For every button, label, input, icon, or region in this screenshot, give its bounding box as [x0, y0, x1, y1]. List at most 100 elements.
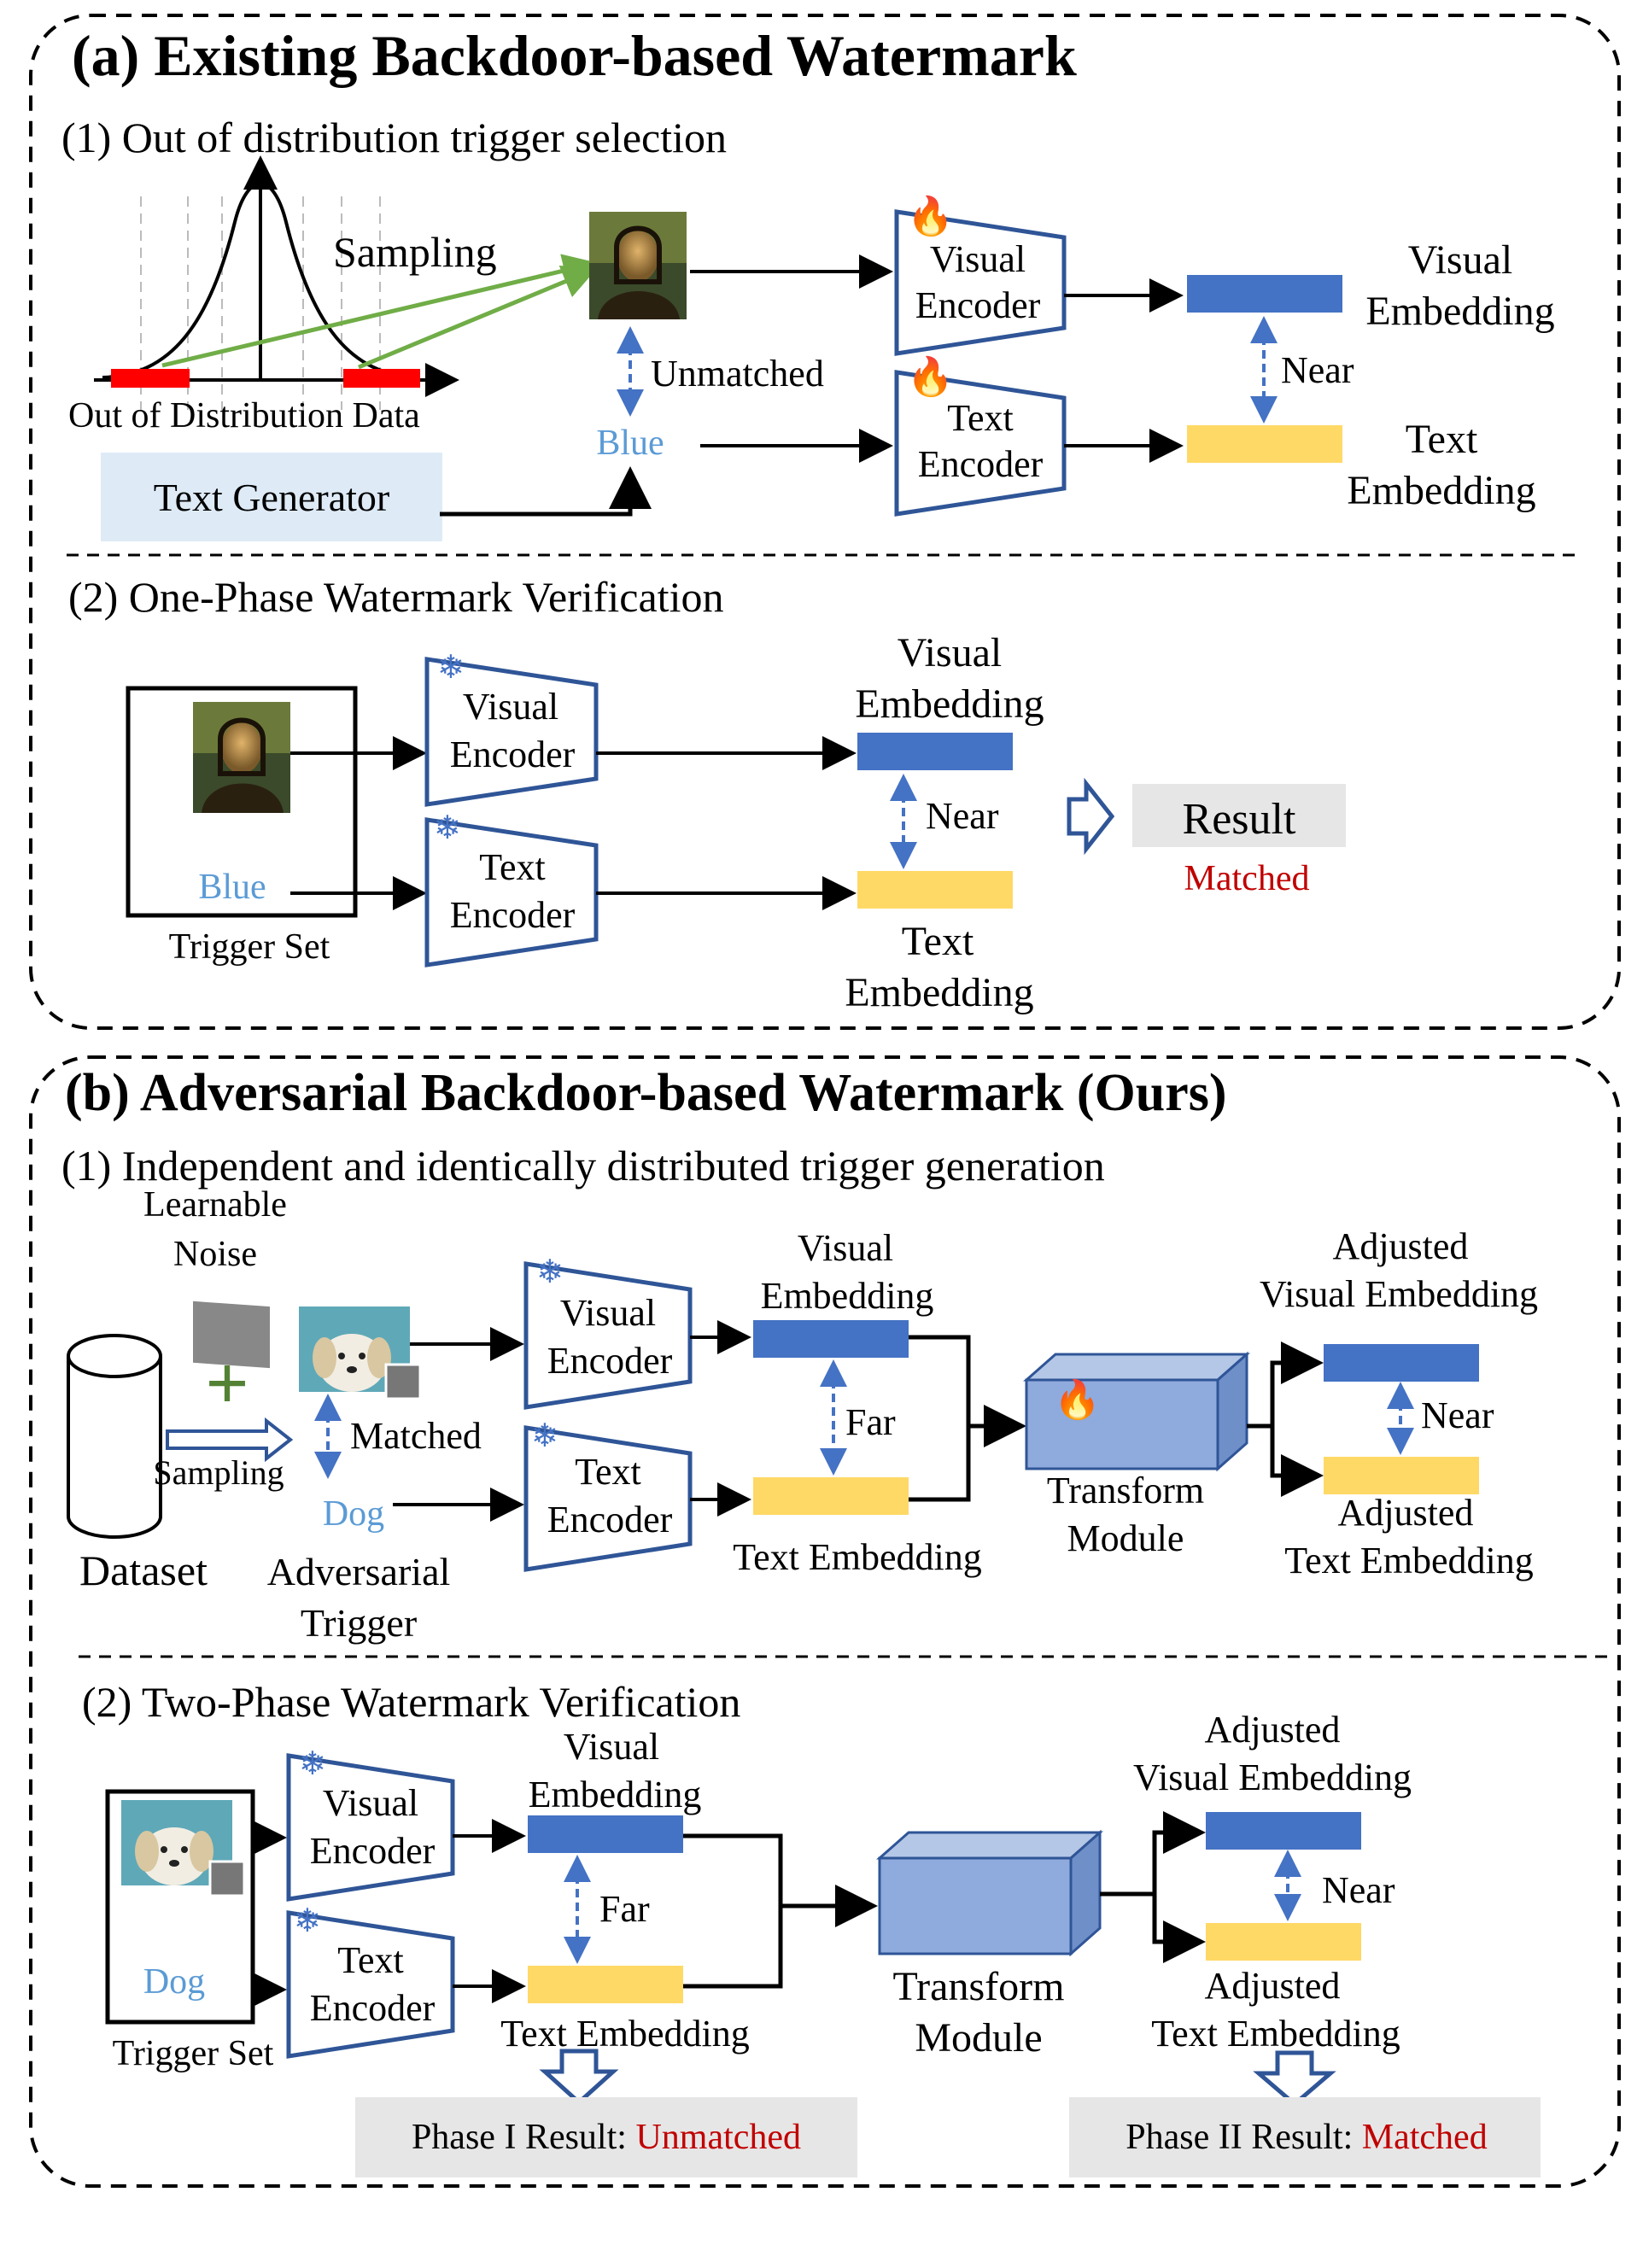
phase2-result: Phase II Result: Matched	[1126, 2118, 1487, 2157]
generator-arrow	[440, 466, 652, 517]
visual-encoder-b1-line1: Visual	[560, 1292, 656, 1334]
adjusted-visual-b2-line2: Visual Embedding	[1133, 1757, 1412, 1798]
learnable-label: Learnable	[143, 1185, 287, 1225]
visual-encoder-b2	[286, 1753, 455, 1902]
visual-embedding-b2-line2: Embedding	[529, 1774, 702, 1815]
visual-encoder-a1-line2: Encoder	[915, 284, 1041, 326]
text-embedding-a2-line2: Embedding	[845, 970, 1033, 1015]
visual-encoder-b2-line1: Visual	[323, 1782, 418, 1824]
text-embedding-a1-line1: Text	[1406, 417, 1478, 462]
phase1-result-box	[355, 2097, 857, 2177]
mona-lisa-image	[589, 212, 687, 319]
far-label-b2: Far	[599, 1888, 650, 1930]
phase1-value: Unmatched	[635, 2118, 801, 2157]
panel-a-title: (a) Existing Backdoor-based Watermark	[72, 23, 1077, 88]
text-encoder-a1	[894, 370, 1067, 517]
adjusted-visual-b1-line2: Visual Embedding	[1260, 1273, 1538, 1315]
snowflake-icon: ❄	[294, 1903, 321, 1939]
puppy-image	[299, 1306, 422, 1400]
visual-embedding-bar-b1	[753, 1320, 909, 1358]
transform-module-b1-line1: Transform	[1047, 1470, 1204, 1511]
trigger-word-dog-b2: Dog	[143, 1962, 205, 2002]
snowflake-icon: ❄	[434, 810, 461, 846]
adjusted-visual-bar-b2	[1206, 1812, 1361, 1850]
transform-module-b2-line2: Module	[915, 2015, 1042, 2060]
visual-embedding-a1-line1: Visual	[1408, 237, 1512, 283]
text-encoder-a2	[424, 817, 599, 967]
visual-embedding-a2-line1: Visual	[898, 630, 1002, 675]
text-embedding-bar-a2	[857, 871, 1013, 909]
text-encoder-b2	[286, 1910, 455, 2059]
unmatched-label: Unmatched	[651, 353, 824, 395]
text-encoder-a1-line2: Encoder	[918, 443, 1044, 485]
sampling-hollow-arrow-icon	[166, 1417, 294, 1463]
sampling-label-b: Sampling	[153, 1453, 284, 1492]
a1-heading: (1) Out of distribution trigger selectio…	[61, 114, 727, 161]
hollow-down-arrow-icon	[1253, 2050, 1336, 2107]
text-embedding-bar-b2	[528, 1966, 683, 2003]
near-label-b1: Near	[1421, 1394, 1494, 1436]
plus-icon: +	[205, 1342, 248, 1426]
text-encoder-a2-line1: Text	[479, 846, 546, 888]
text-encoder-b2-line1: Text	[337, 1939, 404, 1981]
hollow-arrow-icon	[1067, 777, 1115, 856]
snowflake-icon: ❄	[299, 1746, 326, 1782]
ood-label: Out of Distribution Data	[68, 396, 420, 435]
text-generator-label: Text Generator	[154, 476, 389, 519]
transform-module-b1-line2: Module	[1067, 1517, 1184, 1559]
matched-label-a2: Matched	[1184, 859, 1310, 898]
visual-embedding-b1-line2: Embedding	[761, 1275, 934, 1317]
fire-icon: 🔥	[907, 195, 954, 237]
adversarial-trigger-line2: Trigger	[301, 1601, 417, 1645]
visual-embedding-a2-line2: Embedding	[855, 681, 1044, 727]
adjusted-text-b2-line2: Text Embedding	[1151, 2013, 1400, 2055]
text-encoder-b1-line1: Text	[575, 1451, 641, 1493]
visual-embedding-b1-line1: Visual	[798, 1227, 893, 1269]
visual-encoder-a2-line2: Encoder	[450, 734, 576, 775]
transform-module-b1	[1023, 1351, 1250, 1472]
visual-embedding-a1-line2: Embedding	[1365, 289, 1554, 334]
near-label-b2: Near	[1322, 1869, 1395, 1911]
transform-module-b2	[876, 1829, 1103, 1957]
snowflake-icon: ❄	[437, 650, 465, 686]
trigger-word-blue-a2: Blue	[198, 868, 266, 907]
adjusted-visual-b2-line1: Adjusted	[1205, 1709, 1341, 1751]
adjusted-text-b1-line1: Adjusted	[1338, 1492, 1474, 1534]
dataset-cylinder-icon	[67, 1334, 162, 1539]
text-encoder-b2-line2: Encoder	[310, 1987, 436, 2029]
snowflake-icon: ❄	[531, 1418, 558, 1454]
mona-lisa-image	[193, 702, 290, 813]
fire-icon: 🔥	[907, 355, 954, 398]
trigger-set-label-b2: Trigger Set	[113, 2034, 274, 2073]
visual-encoder-b2-line2: Encoder	[310, 1830, 436, 1872]
phase2-label: Phase II Result:	[1126, 2118, 1361, 2157]
result-box	[1132, 784, 1346, 847]
adversarial-trigger-line1: Adversarial	[267, 1550, 451, 1593]
near-label-a1: Near	[1281, 349, 1354, 391]
adjusted-text-b2-line1: Adjusted	[1205, 1965, 1341, 2007]
result-label: Result	[1183, 795, 1296, 844]
phase1-label: Phase I Result:	[412, 2118, 635, 2157]
adjusted-visual-bar-b1	[1324, 1344, 1479, 1382]
adjusted-text-bar-b1	[1324, 1457, 1479, 1494]
text-embedding-a2-line1: Text	[902, 919, 974, 964]
text-embedding-bar-b1	[753, 1477, 909, 1515]
visual-embedding-bar-a1	[1187, 275, 1342, 313]
visual-embedding-bar-b2	[528, 1815, 683, 1853]
text-embedding-b2: Text Embedding	[500, 2013, 749, 2055]
trigger-word-dog-b1: Dog	[323, 1494, 384, 1534]
visual-encoder-b1-line2: Encoder	[547, 1340, 673, 1382]
visual-encoder-b1	[523, 1261, 693, 1410]
phase2-value: Matched	[1362, 2118, 1488, 2157]
visual-encoder-a1	[894, 209, 1067, 356]
noise-label: Noise	[173, 1235, 257, 1274]
visual-encoder-a2-line1: Visual	[463, 686, 558, 728]
adjusted-text-bar-b2	[1206, 1923, 1361, 1961]
text-embedding-bar-a1	[1187, 425, 1342, 463]
snowflake-icon: ❄	[536, 1254, 564, 1290]
text-embedding-a1-line2: Embedding	[1347, 468, 1535, 513]
noise-patch	[193, 1301, 270, 1369]
trigger-word-blue-a1: Blue	[596, 424, 664, 463]
far-label-b1: Far	[845, 1401, 896, 1443]
